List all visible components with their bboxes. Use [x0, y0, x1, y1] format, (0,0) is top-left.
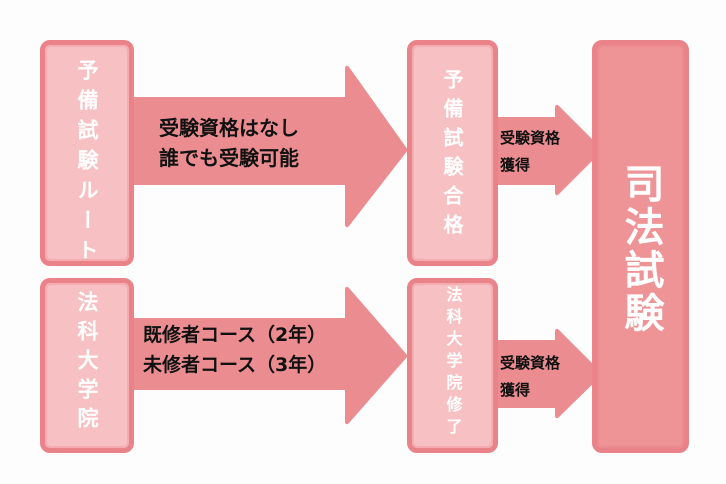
label-line: 獲得 — [500, 381, 531, 399]
arrow-law-school-to-grad — [130, 286, 408, 425]
node-law-school-grad: 法科大学院修了 — [407, 278, 498, 453]
label-line: 受験資格 — [500, 354, 561, 372]
arrow-pass-to-exam — [494, 104, 603, 196]
node-label: 法科大学院修了 — [443, 286, 463, 440]
label-line: 獲得 — [500, 156, 531, 174]
arrow-label-courses: 既修者コース（2年） 未修者コース（3年） — [143, 320, 326, 380]
node-law-school: 法科大学院 — [40, 278, 134, 453]
node-label: 法科大学院 — [75, 291, 99, 436]
label-line: 受験資格はなし — [159, 116, 299, 140]
label-line: 未修者コース（3年） — [143, 354, 327, 376]
arrow-grad-to-exam — [494, 328, 603, 419]
node-yobi-pass: 予備試験合格 — [407, 40, 498, 266]
node-yobi-route: 予備試験ルート — [40, 40, 134, 269]
arrow-yobi-route-to-pass — [130, 65, 408, 228]
node-bar-exam: 司法試験 — [592, 40, 689, 453]
label-line: 受験資格 — [500, 129, 561, 147]
node-label: 予備試験ルート — [75, 59, 99, 269]
arrow-label-eligibility-2: 受験資格 獲得 — [500, 350, 560, 404]
label-line: 誰でも受験可能 — [159, 146, 299, 170]
node-label: 司法試験 — [617, 163, 664, 335]
arrow-label-eligibility-1: 受験資格 獲得 — [500, 125, 560, 179]
node-label: 予備試験合格 — [440, 69, 464, 243]
arrow-label-no-requirement: 受験資格はなし 誰でも受験可能 — [159, 113, 299, 173]
label-line: 既修者コース（2年） — [143, 324, 327, 346]
